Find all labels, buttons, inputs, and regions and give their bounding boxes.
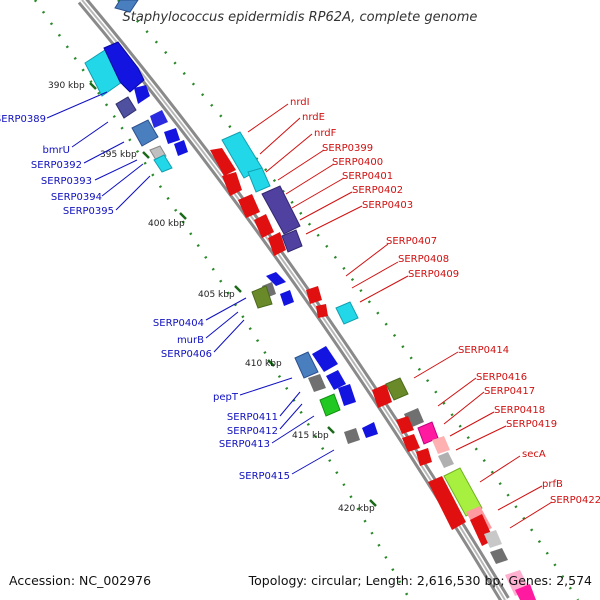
gene-arrow: [103, 41, 145, 93]
gene-label: SERP0408: [398, 254, 449, 265]
gene-label: pepT: [213, 392, 239, 403]
tick-label: 405 kbp: [198, 290, 235, 300]
gene-arrow: [261, 185, 301, 235]
tick-label: 400 kbp: [148, 219, 185, 229]
gene-arrow: [281, 229, 303, 253]
gene-arrow: [268, 232, 286, 256]
gene-label: murB: [177, 335, 204, 346]
gene-arrow: [280, 290, 294, 306]
gene-label: SERP0395: [63, 206, 114, 217]
tick-label: 420 kbp: [338, 504, 375, 514]
gene-arrow: [266, 272, 286, 286]
left-leaders: [46, 91, 335, 475]
gene-arrow: [251, 285, 273, 309]
gene-arrow: [432, 436, 450, 454]
gene-arrow: [362, 422, 378, 438]
gene-arrow: [515, 584, 536, 600]
gene-arrow: [428, 476, 466, 530]
gene-arrow: [222, 172, 242, 196]
gene-arrow: [210, 148, 236, 176]
gene-arrow: [372, 384, 392, 408]
tick-label: 390 kbp: [48, 81, 85, 91]
gene-label: SERP0422: [550, 495, 600, 506]
gene-label: SERP0409: [408, 269, 459, 280]
gene-label: SERP0389: [0, 114, 46, 125]
gene-arrow: [115, 96, 137, 119]
map-title: Staphylococcus epidermidis RP62A, comple…: [122, 10, 478, 25]
gene-label: SERP0411: [227, 412, 278, 423]
tick-guide-inner: [117, 0, 580, 600]
gene-arrow: [247, 167, 271, 193]
gene-arrow: [153, 154, 173, 173]
accession-text: Accession: NC_002976: [9, 573, 152, 588]
gene-arrow: [490, 548, 508, 564]
gene-label: SERP0399: [322, 143, 373, 154]
forward-genes: [84, 0, 378, 444]
gene-label: SERP0404: [153, 318, 204, 329]
reverse-genes: [210, 131, 536, 600]
tick-marks: [89, 82, 377, 507]
gene-arrow: [326, 370, 346, 390]
gene-label: SERP0416: [476, 372, 527, 383]
gene-label: SERP0392: [31, 160, 82, 171]
gene-arrow: [174, 140, 188, 156]
tick-label: 415 kbp: [292, 431, 329, 441]
gene-arrow: [335, 301, 359, 325]
gene-label: SERP0417: [484, 386, 535, 397]
gene-arrow: [131, 119, 159, 147]
gene-label: SERP0401: [342, 171, 393, 182]
gene-label: SERP0394: [51, 192, 102, 203]
gene-arrow: [385, 377, 409, 401]
gene-arrow: [402, 434, 420, 452]
gene-arrow: [316, 304, 328, 318]
gene-arrow: [134, 85, 150, 104]
gene-label: nrdF: [314, 128, 337, 139]
gene-arrow: [416, 448, 432, 466]
gene-label: nrdI: [290, 97, 310, 108]
gene-label: SERP0419: [506, 419, 557, 430]
gene-label: SERP0400: [332, 157, 383, 168]
gene-arrow: [238, 194, 260, 218]
gene-arrow: [438, 452, 454, 468]
gene-label: prfB: [542, 479, 563, 490]
gene-arrow: [396, 416, 414, 434]
gene-arrow: [338, 384, 356, 406]
gene-label: SERP0412: [227, 426, 278, 437]
gene-arrow: [150, 110, 168, 128]
gene-label: bmrU: [42, 145, 70, 156]
gene-label: SERP0393: [41, 176, 92, 187]
gene-label: nrdE: [302, 112, 325, 123]
gene-label: SERP0406: [161, 349, 212, 360]
gene-arrow: [344, 428, 360, 444]
gene-label: SERP0413: [219, 439, 270, 450]
gene-arrow: [484, 530, 502, 548]
gene-arrow: [294, 351, 319, 379]
gene-arrow: [312, 346, 338, 372]
gene-arrow: [308, 374, 326, 392]
gene-label: SERP0403: [362, 200, 413, 211]
gene-label: secA: [522, 449, 546, 460]
gene-arrow: [306, 286, 322, 304]
topology-text: Topology: circular; Length: 2,616,530 bp…: [248, 573, 592, 588]
gene-arrow: [319, 393, 341, 417]
gene-arrow: [254, 214, 274, 238]
tick-label: 410 kbp: [245, 359, 282, 369]
gene-arrow: [114, 0, 139, 13]
gene-label: SERP0415: [239, 471, 290, 482]
gene-arrow: [443, 467, 483, 517]
gene-label: SERP0418: [494, 405, 545, 416]
gene-arrow: [164, 128, 180, 144]
tick-label: 395 kbp: [100, 150, 137, 160]
gene-label: SERP0414: [458, 345, 509, 356]
right-leaders: [247, 103, 553, 529]
gene-label: SERP0402: [352, 185, 403, 196]
gene-label: SERP0407: [386, 236, 437, 247]
